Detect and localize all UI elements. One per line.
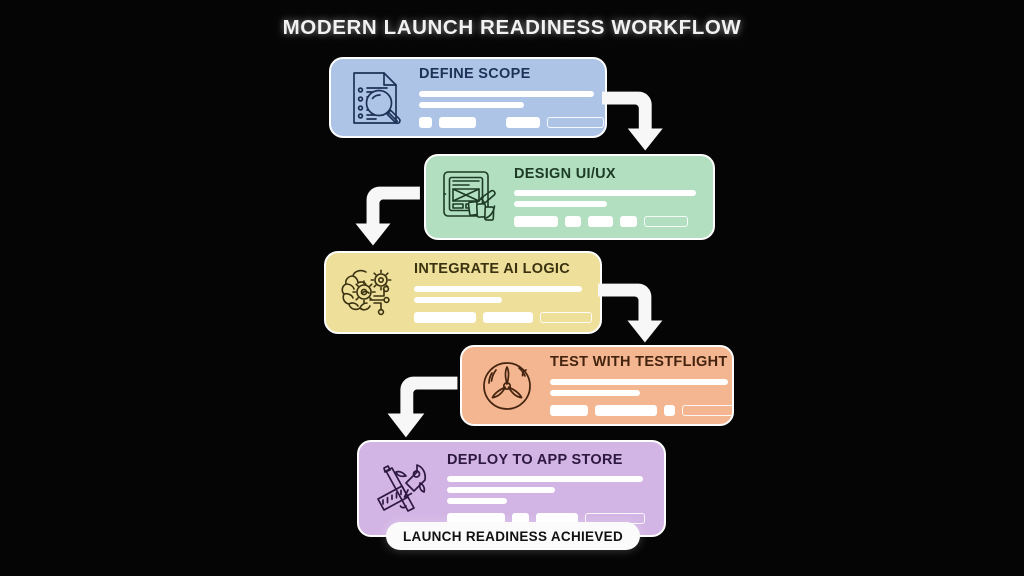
propeller-circle-icon (472, 353, 544, 419)
placeholder-chips (514, 216, 699, 228)
placeholder-chip (483, 311, 533, 323)
document-magnifier-icon (341, 65, 413, 131)
placeholder-chips (414, 311, 592, 323)
card-body: TEST WITH TESTFLIGHT (544, 354, 732, 416)
placeholder-chip (536, 513, 578, 525)
connector-arrow-step2-to-step3 (350, 183, 426, 257)
placeholder-line (414, 285, 582, 292)
placeholder-lines (447, 476, 650, 505)
step-title: DEPLOY TO APP STORE (447, 451, 623, 468)
placeholder-line (447, 487, 555, 494)
placeholder-line (447, 476, 643, 483)
placeholder-chip (439, 116, 476, 128)
workflow-step-card-define-scope[interactable]: DEFINE SCOPE (329, 57, 607, 138)
workflow-step-card-integrate-ai-logic[interactable]: INTEGRATE AI LOGIC (324, 251, 602, 334)
step-title: INTEGRATE AI LOGIC (414, 261, 571, 278)
placeholder-chip (565, 216, 581, 228)
placeholder-lines (514, 190, 699, 208)
placeholder-chip (419, 116, 432, 128)
placeholder-line (514, 190, 696, 197)
placeholder-chip (506, 116, 540, 128)
placeholder-chips (550, 404, 732, 416)
page-title: MODERN LAUNCH READINESS WORKFLOW (282, 16, 742, 39)
connector-arrow-step1-to-step2 (602, 88, 674, 160)
placeholder-line (550, 378, 728, 385)
step-title: DESIGN UI/UX (514, 165, 616, 182)
placeholder-chip (447, 513, 505, 525)
placeholder-chip (595, 404, 657, 416)
placeholder-chip (414, 311, 476, 323)
status-badge-launch-readiness: LAUNCH READINESS ACHIEVED (386, 522, 640, 550)
connector-arrow-step3-to-step4 (598, 280, 674, 354)
placeholder-chip (512, 513, 529, 525)
connector-arrow-step4-to-step5 (382, 373, 464, 449)
placeholder-lines (550, 378, 732, 396)
placeholder-chip (664, 404, 675, 416)
status-badge-label: LAUNCH READINESS ACHIEVED (402, 528, 624, 544)
placeholder-chip (588, 216, 613, 228)
workflow-step-card-test-with-testflight[interactable]: TEST WITH TESTFLIGHT (460, 345, 734, 426)
placeholder-chip (620, 216, 637, 228)
brain-gears-icon (336, 260, 408, 326)
placeholder-chip-outline (540, 311, 592, 323)
placeholder-line (414, 296, 502, 303)
placeholder-line (514, 201, 607, 208)
placeholder-chip-outline (682, 404, 732, 416)
card-body: INTEGRATE AI LOGIC (408, 261, 594, 323)
wireframe-palette-icon (436, 164, 508, 230)
placeholder-line (419, 101, 524, 108)
step-title: DEFINE SCOPE (419, 66, 531, 83)
rocket-ruler-pencil-icon (369, 456, 441, 522)
placeholder-lines (419, 90, 604, 108)
placeholder-chip (514, 216, 558, 228)
placeholder-line (419, 90, 594, 97)
placeholder-line (447, 498, 507, 505)
placeholder-lines (414, 285, 592, 303)
workflow-step-card-design-ui-ux[interactable]: DESIGN UI/UX (424, 154, 715, 240)
step-title: TEST WITH TESTFLIGHT (550, 354, 728, 371)
placeholder-chip-outline (547, 116, 604, 128)
placeholder-chips (419, 116, 604, 128)
placeholder-chip (550, 404, 588, 416)
placeholder-chip-outline (644, 216, 688, 228)
card-body: DEPLOY TO APP STORE (441, 451, 652, 525)
workflow-step-card-deploy-to-app-store[interactable]: DEPLOY TO APP STORE (357, 440, 666, 537)
card-body: DEFINE SCOPE (413, 66, 605, 128)
placeholder-line (550, 389, 640, 396)
card-body: DESIGN UI/UX (508, 165, 701, 228)
